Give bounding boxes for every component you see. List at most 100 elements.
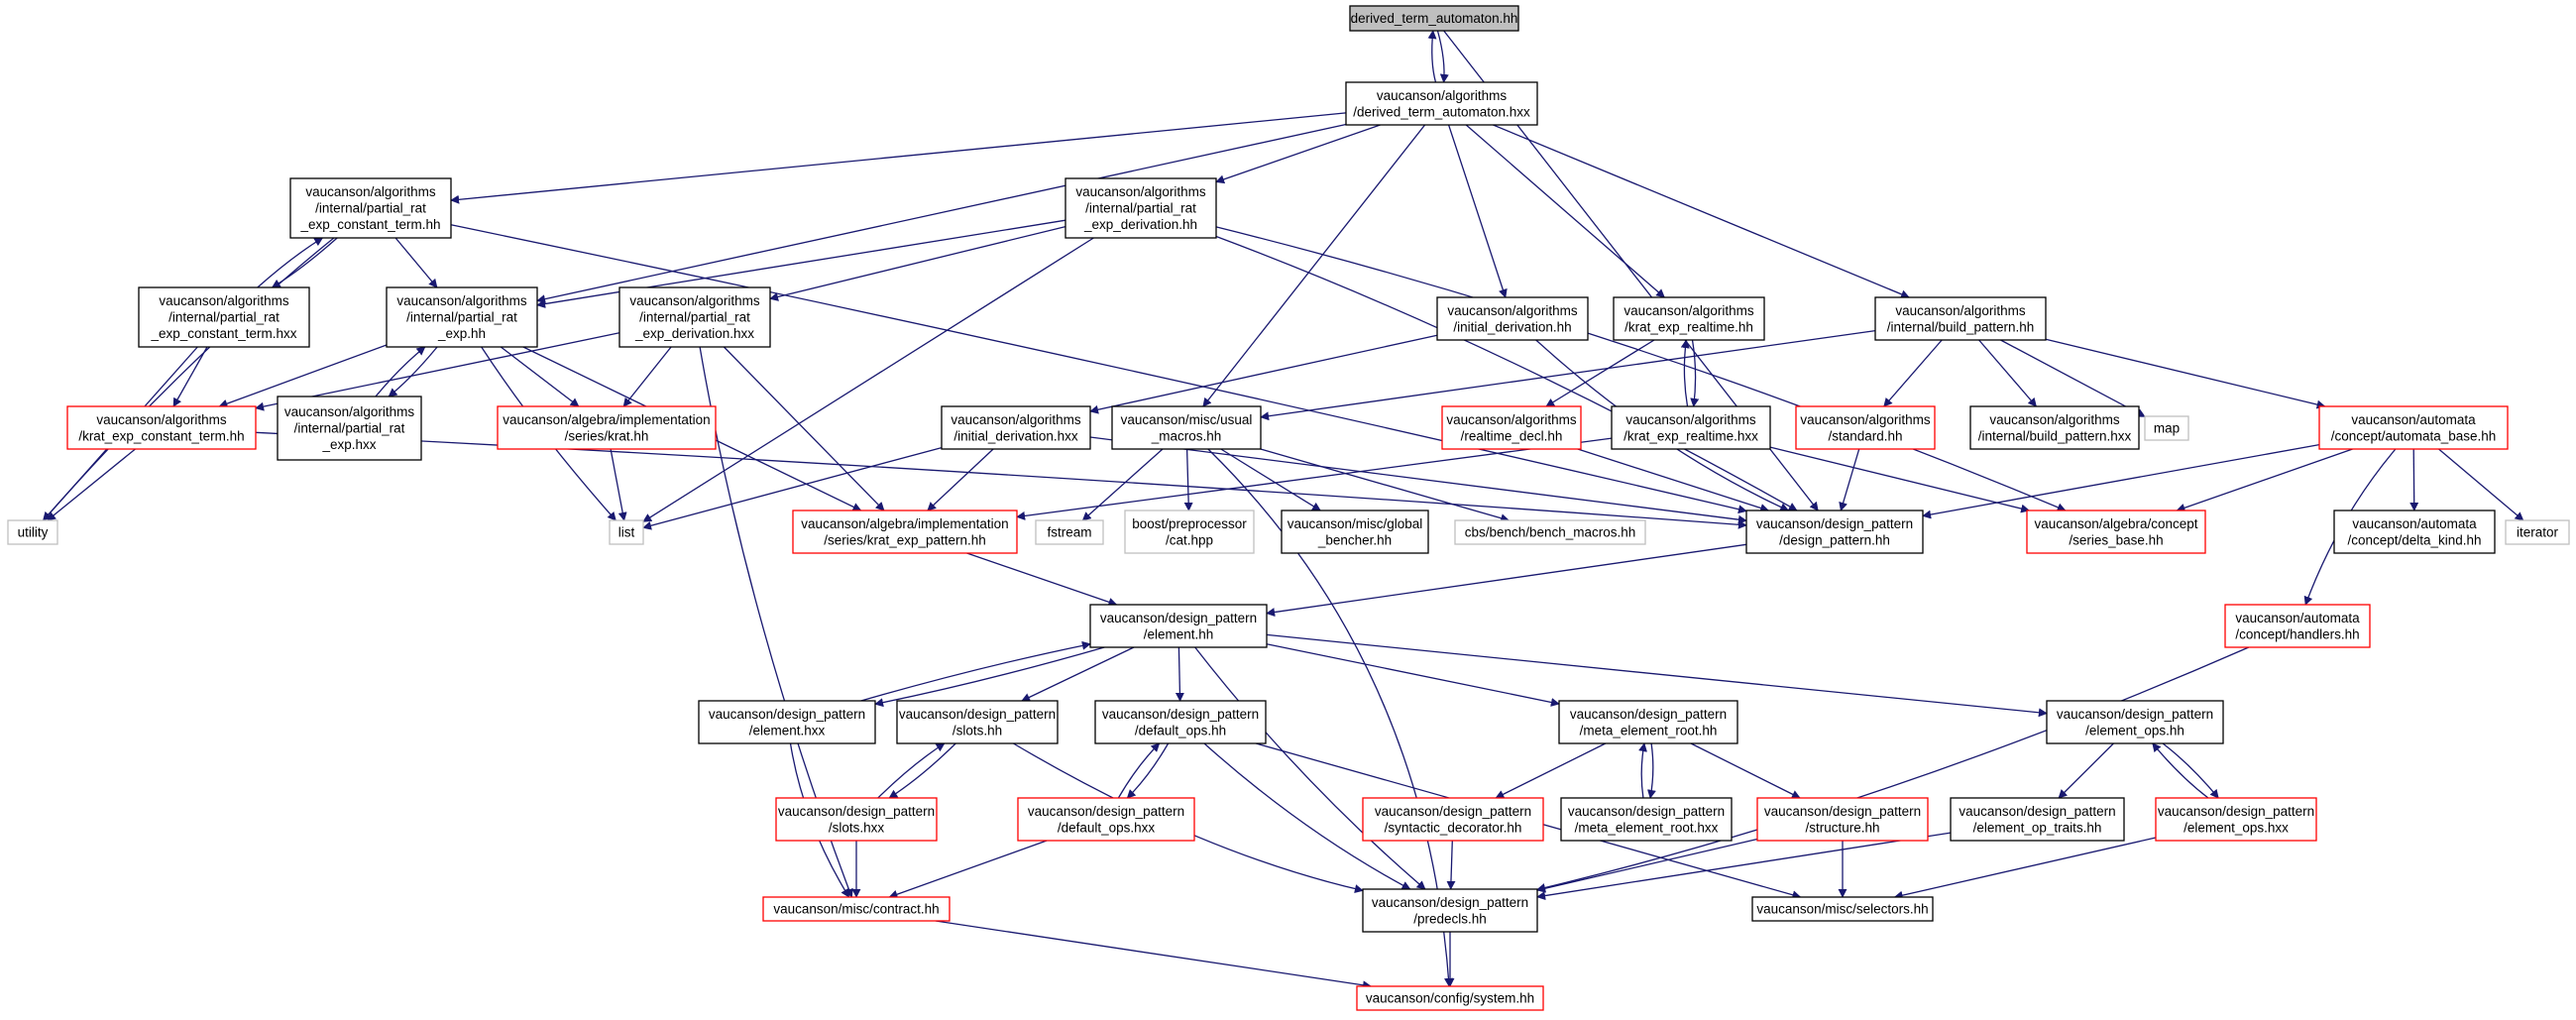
node-syntactic-decorator-hh[interactable]: vaucanson/design_pattern/syntactic_decor… [1362, 797, 1544, 842]
node-series-base-hh[interactable]: vaucanson/algebra/concept/series_base.hh [2026, 510, 2206, 554]
node-derived-term-automaton-hxx[interactable]: vaucanson/algorithms/derived_term_automa… [1345, 81, 1538, 126]
node-element-hh[interactable]: vaucanson/design_pattern/element.hh [1089, 604, 1268, 648]
node-krat-exp-constant-term-hh[interactable]: vaucanson/algorithms/krat_exp_constant_t… [66, 405, 257, 450]
node-label: vaucanson/design_pattern/design_pattern.… [1756, 516, 1913, 548]
node-partial-rat-exp-hh[interactable]: vaucanson/algorithms/internal/partial_ra… [386, 286, 538, 348]
node-meta-element-root-hh[interactable]: vaucanson/design_pattern/meta_element_ro… [1558, 700, 1738, 744]
node-krat-exp-pattern-hh[interactable]: vaucanson/algebra/implementation/series/… [792, 510, 1018, 554]
node-default-ops-hxx[interactable]: vaucanson/design_pattern/default_ops.hxx [1017, 797, 1195, 842]
edge-default-ops-hh-to-predecls-hh [1203, 742, 1411, 890]
edge-partial-rat-exp-hh-to-partial-rat-exp-hxx [388, 346, 438, 397]
node-box [289, 177, 452, 239]
node-label: vaucanson/algorithms/internal/partial_ra… [1075, 184, 1206, 232]
node-partial-rat-exp-constant-term-hxx[interactable]: vaucanson/algorithms/internal/partial_ra… [138, 286, 310, 348]
node-list[interactable]: list [609, 519, 644, 545]
edge-meta-element-root-hh-to-syntactic-decorator-hh [1495, 742, 1607, 799]
edge-element-ops-hh-to-element-op-traits-hh [2058, 742, 2114, 799]
node-box [2026, 510, 2206, 554]
node-box [2046, 700, 2224, 744]
node-box [2333, 510, 2496, 554]
node-slots-hh[interactable]: vaucanson/design_pattern/slots.hh [896, 700, 1059, 744]
node-label: iterator [2517, 525, 2559, 540]
node-box [277, 396, 422, 461]
node-initial-derivation-hh[interactable]: vaucanson/algorithms/initial_derivation.… [1436, 296, 1589, 341]
edge-partial-rat-exp-constant-term-hh-to-partial-rat-exp-hh [394, 237, 438, 288]
node-partial-rat-exp-derivation-hh[interactable]: vaucanson/algorithms/internal/partial_ra… [1064, 177, 1217, 239]
node-box [386, 286, 538, 348]
edge-initial-derivation-hxx-to-krat-exp-pattern-hh [927, 448, 994, 511]
node-initial-derivation-hxx[interactable]: vaucanson/algorithms/initial_derivation.… [941, 405, 1091, 450]
node-default-ops-hh[interactable]: vaucanson/design_pattern/default_ops.hh [1094, 700, 1267, 744]
node-fstream[interactable]: fstream [1035, 519, 1104, 545]
node-partial-rat-exp-derivation-hxx[interactable]: vaucanson/algorithms/internal/partial_ra… [618, 286, 771, 348]
node-series-krat-hh[interactable]: vaucanson/algebra/implementation/series/… [497, 405, 717, 450]
node-box [1362, 797, 1544, 842]
node-map[interactable]: map [2144, 415, 2189, 441]
node-handlers-hh[interactable]: vaucanson/automata/concept/handlers.hh [2224, 604, 2371, 648]
node-element-ops-hh[interactable]: vaucanson/design_pattern/element_ops.hh [2046, 700, 2224, 744]
node-partial-rat-exp-constant-term-hh[interactable]: vaucanson/algorithms/internal/partial_ra… [289, 177, 452, 239]
node-label: vaucanson/design_pattern/element_ops.hxx [2158, 804, 2314, 836]
node-box [1611, 405, 1771, 450]
node-utility[interactable]: utility [7, 519, 58, 545]
edge-partial-rat-exp-constant-term-hh-to-design-pattern-hh [450, 224, 1747, 514]
edge-krat-exp-realtime-hxx-to-krat-exp-pattern-hh [1016, 437, 1613, 520]
node-element-ops-hxx[interactable]: vaucanson/design_pattern/element_ops.hxx [2155, 797, 2317, 842]
node-partial-rat-exp-hxx[interactable]: vaucanson/algorithms/internal/partial_ra… [277, 396, 422, 461]
node-label: vaucanson/design_pattern/meta_element_ro… [1570, 707, 1727, 738]
node-build-pattern-hxx[interactable]: vaucanson/algorithms/internal/build_patt… [1969, 405, 2140, 450]
node-label: list [618, 525, 635, 540]
node-structure-hh[interactable]: vaucanson/design_pattern/structure.hh [1756, 797, 1929, 842]
node-box [1436, 296, 1589, 341]
node-predecls-hh[interactable]: vaucanson/design_pattern/predecls.hh [1362, 888, 1538, 933]
node-box [1751, 896, 1934, 922]
node-iterator[interactable]: iterator [2505, 519, 2570, 545]
node-label: vaucanson/algorithms/internal/build_patt… [1978, 412, 2132, 444]
edge-partial-rat-exp-derivation-hh-to-partial-rat-exp-derivation-hxx [769, 225, 1066, 301]
node-krat-exp-realtime-hxx[interactable]: vaucanson/algorithms/krat_exp_realtime.h… [1611, 405, 1771, 450]
node-box [1613, 296, 1765, 341]
edge-derived-term-automaton-hxx-to-partial-rat-exp-derivation-hh [1215, 124, 1381, 184]
node-automata-base-hh[interactable]: vaucanson/automata/concept/automata_base… [2318, 405, 2509, 450]
edge-krat-exp-realtime-hxx-to-series-base-hh [1769, 446, 2031, 513]
node-derived-term-automaton-hh[interactable]: derived_term_automaton.hh [1349, 5, 1519, 32]
node-box [1756, 797, 1929, 842]
node-box [1454, 519, 1646, 545]
node-selectors-hh[interactable]: vaucanson/misc/selectors.hh [1751, 896, 1934, 922]
node-label: vaucanson/algorithms/derived_term_automa… [1353, 88, 1530, 120]
node-label: vaucanson/design_pattern/element_ops.hh [2057, 707, 2213, 738]
node-realtime-decl-hh[interactable]: vaucanson/algorithms/realtime_decl.hh [1441, 405, 1582, 450]
node-contract-hh[interactable]: vaucanson/misc/contract.hh [762, 896, 951, 922]
node-label: vaucanson/misc/contract.hh [773, 902, 939, 917]
node-krat-exp-realtime-hh[interactable]: vaucanson/algorithms/krat_exp_realtime.h… [1613, 296, 1765, 341]
edge-derived-term-automaton-hxx-to-derived-term-automaton-hh [1427, 30, 1437, 83]
node-slots-hxx[interactable]: vaucanson/design_pattern/slots.hxx [775, 797, 938, 842]
node-box [1089, 604, 1268, 648]
edge-partial-rat-exp-constant-term-hxx-to-partial-rat-exp-constant-term-hh [257, 237, 324, 288]
node-delta-kind-hh[interactable]: vaucanson/automata/concept/delta_kind.hh [2333, 510, 2496, 554]
edge-element-hh-to-meta-element-root-hh [1266, 643, 1560, 707]
edge-element-ops-hh-to-element-ops-hxx [2162, 742, 2219, 799]
node-boost-cat-hpp[interactable]: boost/preprocessor/cat.hpp [1124, 510, 1255, 554]
node-label: vaucanson/algorithms/realtime_decl.hh [1446, 412, 1577, 444]
edge-element-ops-hxx-to-selectors-hh [1893, 837, 2157, 900]
node-box [2505, 519, 2570, 545]
edge-krat-exp-realtime-hh-to-krat-exp-realtime-hxx [1690, 339, 1700, 407]
node-label: fstream [1047, 525, 1091, 540]
node-label: vaucanson/automata/concept/delta_kind.hh [2347, 516, 2481, 548]
node-label: vaucanson/algorithms/internal/partial_ra… [396, 293, 527, 341]
node-element-hxx[interactable]: vaucanson/design_pattern/element.hxx [698, 700, 876, 744]
edge-element-op-traits-hh-to-predecls-hh [1536, 832, 1952, 901]
node-label: vaucanson/design_pattern/slots.hh [899, 707, 1056, 738]
node-usual-macros-hh[interactable]: vaucanson/misc/usual_macros.hh [1111, 405, 1262, 450]
node-build-pattern-hh[interactable]: vaucanson/algorithms/internal/build_patt… [1874, 296, 2047, 341]
node-meta-element-root-hxx[interactable]: vaucanson/design_pattern/meta_element_ro… [1560, 797, 1733, 842]
node-system-hh[interactable]: vaucanson/config/system.hh [1356, 985, 1544, 1011]
node-label: vaucanson/algorithms/internal/partial_ra… [629, 293, 760, 341]
node-cbs-bench-macros-hh[interactable]: cbs/bench/bench_macros.hh [1454, 519, 1646, 545]
node-element-op-traits-hh[interactable]: vaucanson/design_pattern/element_op_trai… [1950, 797, 2125, 842]
node-box [762, 896, 951, 922]
node-design-pattern-hh[interactable]: vaucanson/design_pattern/design_pattern.… [1745, 510, 1924, 554]
node-standard-hh[interactable]: vaucanson/algorithms/standard.hh [1795, 405, 1936, 450]
node-global-bencher-hh[interactable]: vaucanson/misc/global_bencher.hh [1281, 510, 1429, 554]
